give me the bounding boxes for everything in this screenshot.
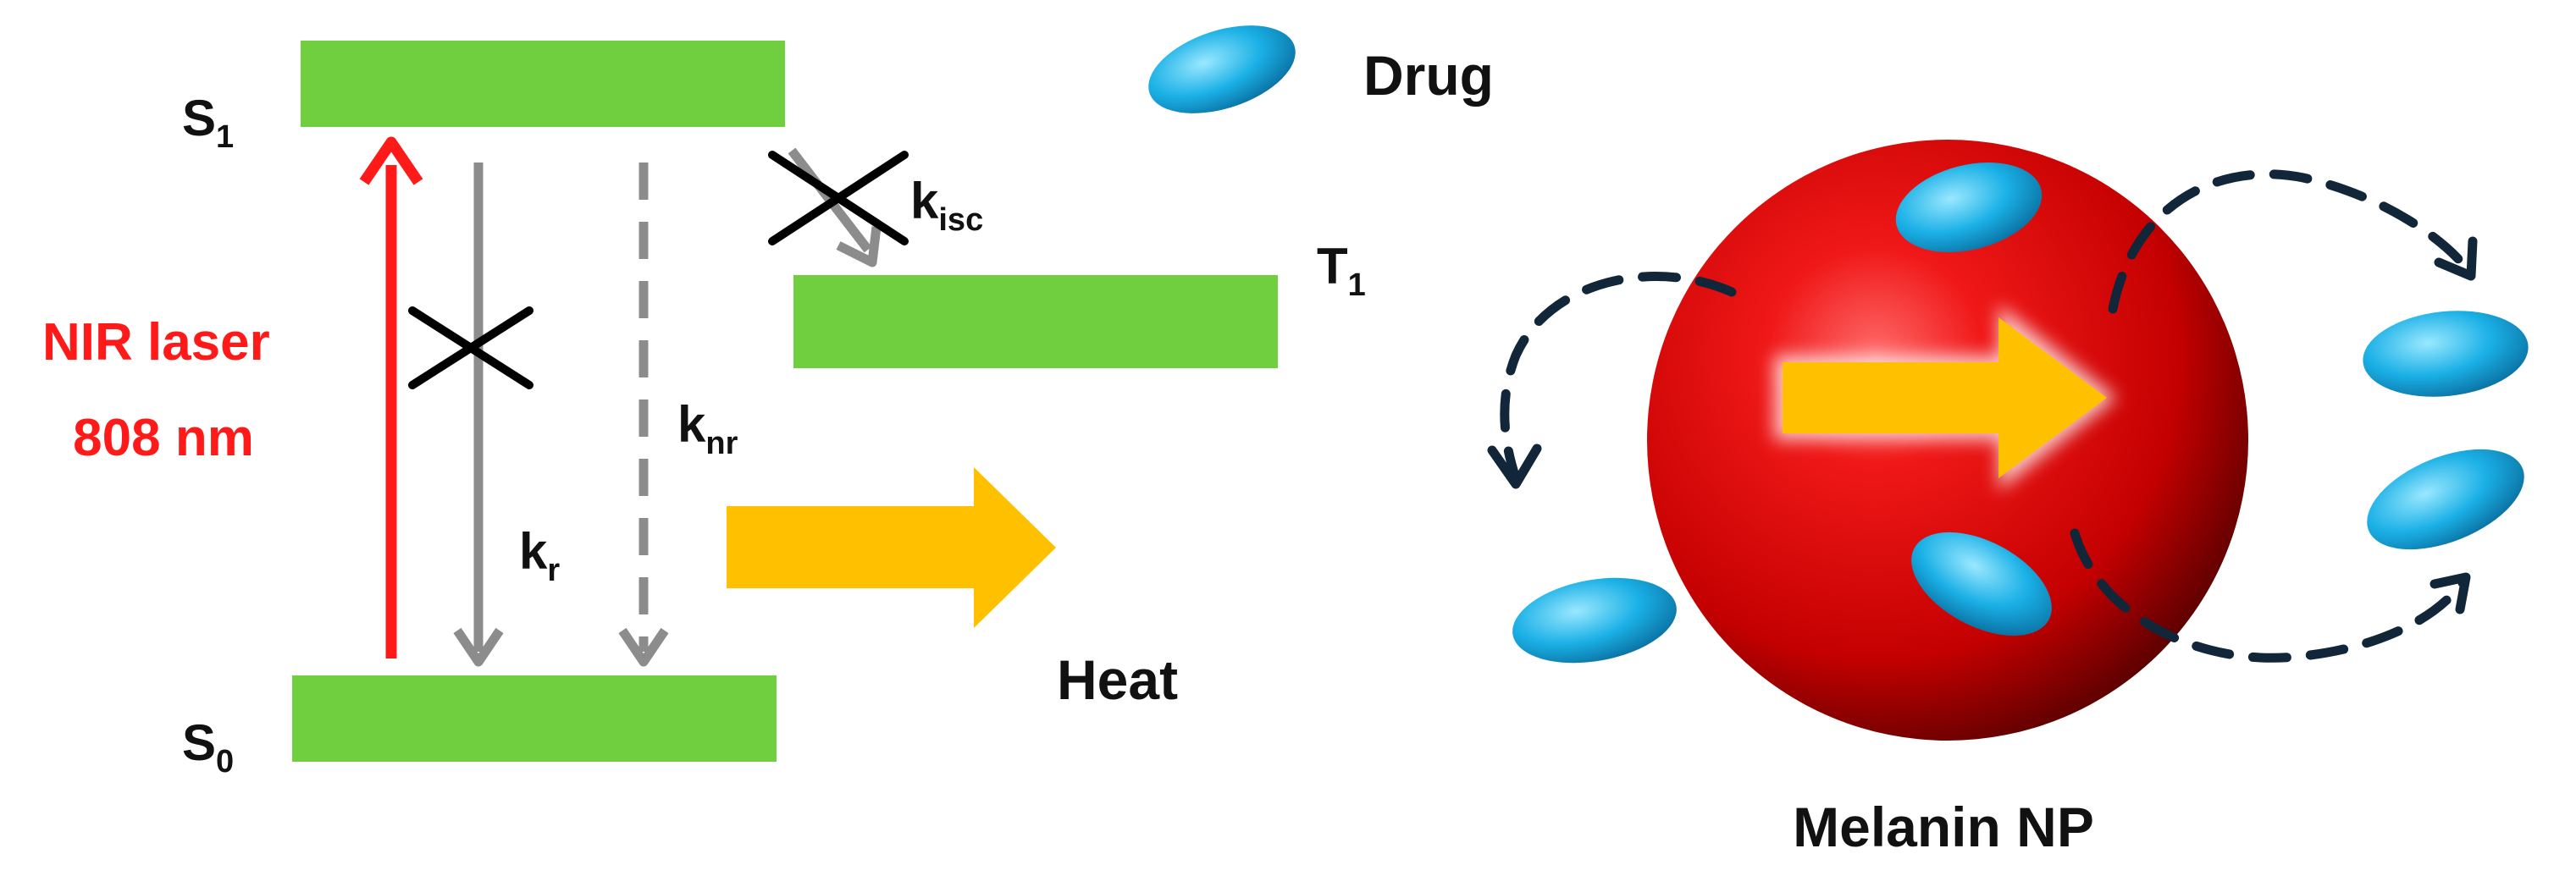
t1-level-label: T1: [1317, 238, 1366, 303]
loaded-drug: [1911, 532, 2052, 636]
s0-level-label: S0: [182, 714, 234, 780]
s1-level-bar: [301, 41, 785, 127]
s1-level-label: S1: [182, 90, 234, 155]
nonradiative-decay-arrow: [618, 163, 669, 667]
nanoparticle-label: Melanin NP: [1793, 796, 2094, 858]
laser-label-line2: 808 nm: [73, 409, 254, 467]
kr-label: kr: [519, 523, 560, 588]
loaded-drug: [1895, 163, 2043, 252]
legend-drug-label: Drug: [1363, 44, 1494, 107]
kisc-label: kisc: [910, 173, 983, 238]
legend-drug-icon: [1148, 25, 1296, 113]
heat-arrow: [727, 467, 1056, 628]
photothermal-inner-arrow: [1774, 305, 2117, 491]
release-path-top-right: [2108, 169, 2478, 314]
isc-arrow: [788, 147, 882, 267]
release-path-left: [1487, 272, 1737, 489]
free-drug: [1512, 577, 1677, 664]
free-drug: [2367, 449, 2524, 550]
free-drug: [2363, 311, 2529, 397]
laser-label: NIR laser 808 nm: [42, 313, 285, 467]
s0-level-bar: [292, 675, 777, 762]
isc-blocked-cross: [768, 151, 909, 245]
release-path-bottom-right: [2070, 528, 2471, 663]
laser-excitation-arrow: [359, 136, 423, 658]
knr-label: knr: [677, 396, 738, 461]
heat-label: Heat: [1057, 648, 1178, 711]
radiative-decay-arrow: [453, 163, 504, 667]
t1-level-bar: [793, 275, 1278, 368]
radiative-blocked-cross: [408, 306, 533, 389]
laser-label-line1: NIR laser: [42, 313, 270, 372]
